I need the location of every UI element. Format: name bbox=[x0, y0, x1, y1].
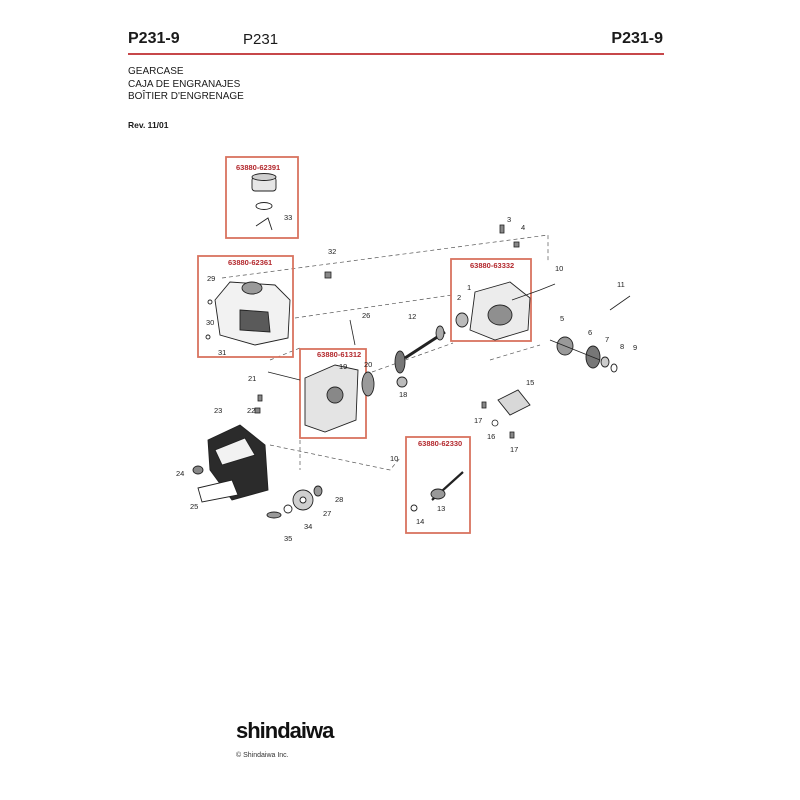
part-label: 5 bbox=[560, 314, 564, 323]
part-label: 10 bbox=[555, 264, 563, 273]
part-label: 30 bbox=[206, 318, 214, 327]
kit-label-5: 63880-62330 bbox=[418, 439, 462, 448]
part-label: 24 bbox=[176, 469, 184, 478]
part-label: 22 bbox=[247, 406, 255, 415]
brand-logo: shindaiwa bbox=[236, 718, 334, 743]
kit-box-2 bbox=[197, 255, 294, 358]
title-spanish: CAJA DE ENGRANAJES bbox=[128, 78, 241, 90]
tensioner-drawing bbox=[410, 471, 464, 512]
part-label: 35 bbox=[284, 534, 292, 543]
page-code-left: P231-9 bbox=[128, 30, 180, 47]
kit-label-1: 63880-62391 bbox=[236, 163, 280, 172]
section-titles: GEARCASE CAJA DE ENGRANAJES BOÎTIER D'EN… bbox=[128, 66, 244, 104]
part-label: 21 bbox=[248, 374, 256, 383]
part-label: 17 bbox=[510, 445, 518, 454]
part-label: 16 bbox=[487, 432, 495, 441]
part-label: 10 bbox=[390, 454, 398, 463]
assembly-guide-lines bbox=[221, 234, 549, 471]
kit-box-3 bbox=[450, 258, 532, 342]
model-name: P231 bbox=[243, 31, 279, 48]
part-label: 4 bbox=[521, 223, 525, 232]
header-rule bbox=[128, 53, 664, 55]
oil-cap-drawing bbox=[251, 173, 277, 231]
part-label: 8 bbox=[620, 342, 624, 351]
screws-drawing bbox=[254, 224, 631, 439]
part-label: 23 bbox=[214, 406, 222, 415]
part-label: 12 bbox=[408, 312, 416, 321]
part-label: 28 bbox=[335, 495, 343, 504]
part-label: 19 bbox=[339, 362, 347, 371]
cover-plate-drawing bbox=[304, 364, 375, 433]
part-label: 33 bbox=[284, 213, 292, 222]
part-label: 15 bbox=[526, 378, 534, 387]
revision-label: Rev. 11/01 bbox=[128, 120, 169, 130]
sprocket-drawing bbox=[266, 485, 323, 519]
part-labels: 3 4 1 2 5 6 7 8 9 10 10 11 12 13 14 15 1… bbox=[176, 213, 637, 543]
oil-tank-drawing bbox=[205, 281, 291, 346]
sprocket-cover-drawing bbox=[192, 424, 269, 503]
copyright-text: © Shindaiwa Inc. bbox=[236, 752, 289, 759]
part-label: 26 bbox=[362, 311, 370, 320]
kit-box-1 bbox=[225, 156, 299, 239]
part-label: 1 bbox=[467, 283, 471, 292]
page-code-right: P231-9 bbox=[611, 30, 663, 47]
part-label: 31 bbox=[218, 348, 226, 357]
kit-label-3: 63880-63332 bbox=[470, 261, 514, 270]
kit-label-4: 63880-61312 bbox=[317, 350, 361, 359]
part-label: 2 bbox=[457, 293, 461, 302]
title-french: BOÎTIER D'ENGRENAGE bbox=[128, 91, 244, 102]
kit-label-2: 63880-62361 bbox=[228, 258, 272, 267]
part-label: 20 bbox=[364, 360, 372, 369]
part-label: 13 bbox=[437, 504, 445, 513]
part-label: 14 bbox=[416, 517, 424, 526]
drive-shaft-drawing bbox=[394, 325, 446, 388]
bracket-drawing bbox=[497, 389, 531, 416]
part-label: 7 bbox=[605, 335, 609, 344]
gear-housing-drawing bbox=[455, 281, 541, 341]
part-label: 11 bbox=[617, 280, 625, 289]
gear-stack-drawing bbox=[549, 336, 618, 373]
part-label: 18 bbox=[399, 390, 407, 399]
part-label: 9 bbox=[633, 343, 637, 352]
part-label: 34 bbox=[304, 522, 312, 531]
part-label: 32 bbox=[328, 247, 336, 256]
part-label: 25 bbox=[190, 502, 198, 511]
part-label: 29 bbox=[207, 274, 215, 283]
kit-box-5 bbox=[405, 436, 471, 534]
part-label: 17 bbox=[474, 416, 482, 425]
part-label: 27 bbox=[323, 509, 331, 518]
part-label: 3 bbox=[507, 215, 511, 224]
title-english: GEARCASE bbox=[128, 66, 184, 77]
part-label: 6 bbox=[588, 328, 592, 337]
